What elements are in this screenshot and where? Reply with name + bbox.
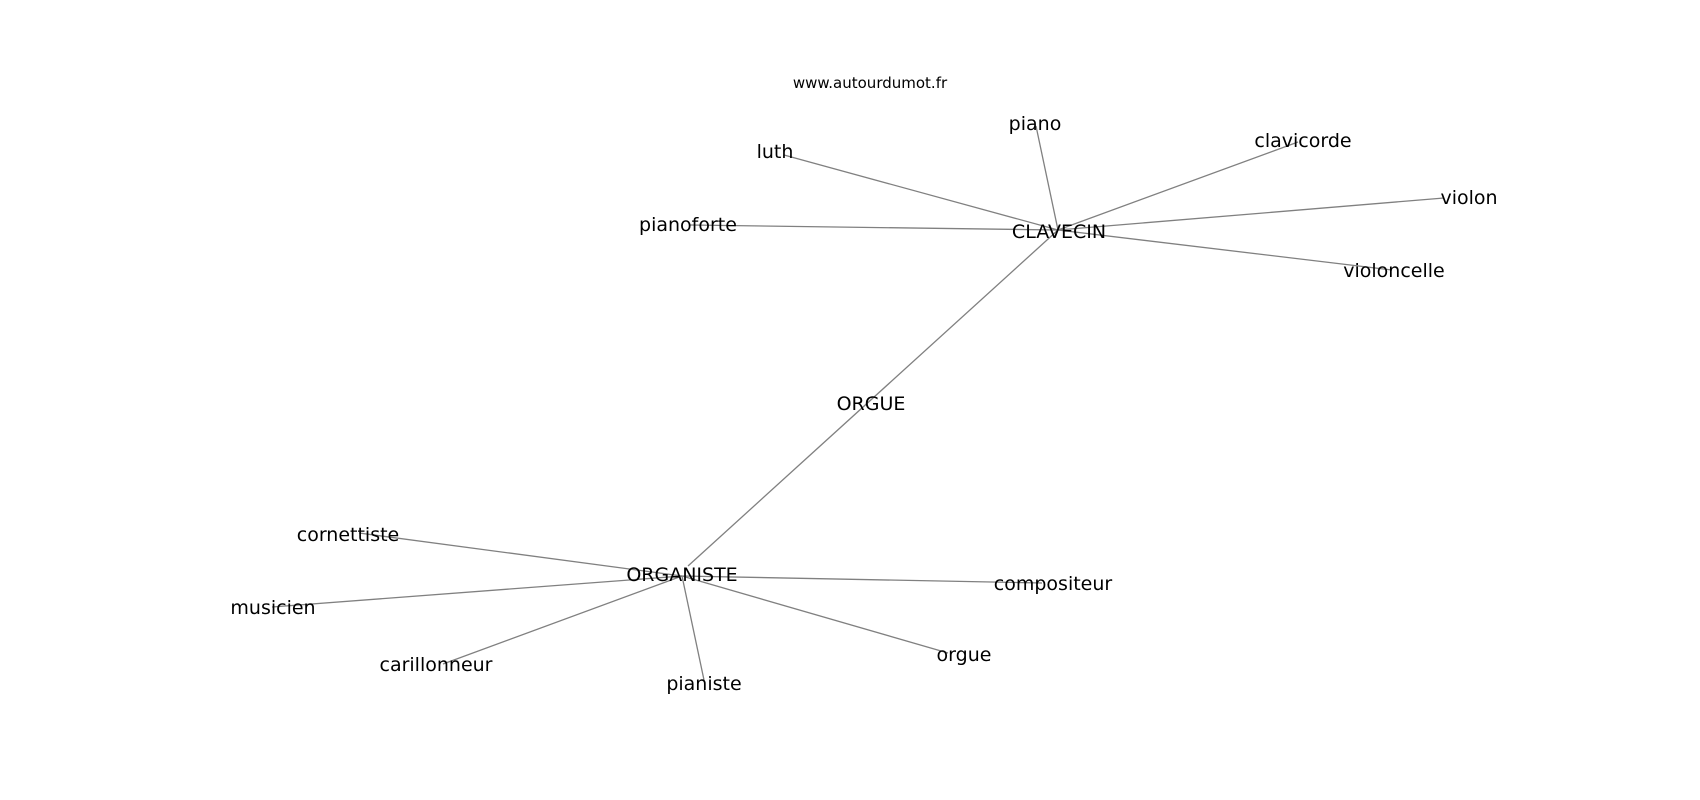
edge-organiste-cornettiste: [358, 532, 683, 577]
edge-clavecin-violoncelle: [1057, 229, 1393, 271]
graph-nodes: ORGUE CLAVECIN ORGANISTE piano luth clavicord…: [230, 113, 1497, 695]
edge-clavecin-violon: [1057, 197, 1445, 231]
edge-organiste-musicien: [271, 575, 683, 608]
edge-organiste-carillonneur: [442, 575, 683, 665]
edge-organiste-orgue: [681, 575, 949, 654]
node-organiste[interactable]: ORGANISTE: [626, 564, 737, 586]
node-clavecin[interactable]: CLAVECIN: [1012, 221, 1106, 243]
node-violoncelle[interactable]: violoncelle: [1343, 260, 1444, 282]
node-luth[interactable]: luth: [757, 141, 794, 163]
node-carillonneur[interactable]: carillonneur: [380, 654, 493, 676]
edge-organiste-pianiste: [681, 575, 705, 681]
source-label: www.autourdumot.fr: [793, 74, 948, 92]
node-compositeur[interactable]: compositeur: [994, 573, 1113, 595]
edge-organiste-compositeur: [681, 575, 1043, 584]
graph-edges: [271, 125, 1445, 681]
node-pianoforte[interactable]: pianoforte: [639, 214, 737, 236]
edge-clavecin-pianoforte: [689, 224, 1059, 231]
node-musicien[interactable]: musicien: [230, 597, 315, 619]
edge-clavecin-piano: [1035, 125, 1059, 231]
node-clavicorde[interactable]: clavicorde: [1254, 130, 1351, 152]
node-orgue[interactable]: orgue: [937, 644, 992, 666]
node-piano[interactable]: piano: [1009, 113, 1062, 135]
node-orgue-center[interactable]: ORGUE: [837, 393, 906, 415]
edge-clavecin-luth: [783, 154, 1059, 231]
node-pianiste[interactable]: pianiste: [666, 673, 741, 695]
node-cornettiste[interactable]: cornettiste: [297, 524, 400, 546]
edge-clavecin-organiste: [687, 229, 1059, 567]
edge-clavecin-clavicorde: [1057, 141, 1299, 231]
node-violon[interactable]: violon: [1440, 187, 1497, 209]
